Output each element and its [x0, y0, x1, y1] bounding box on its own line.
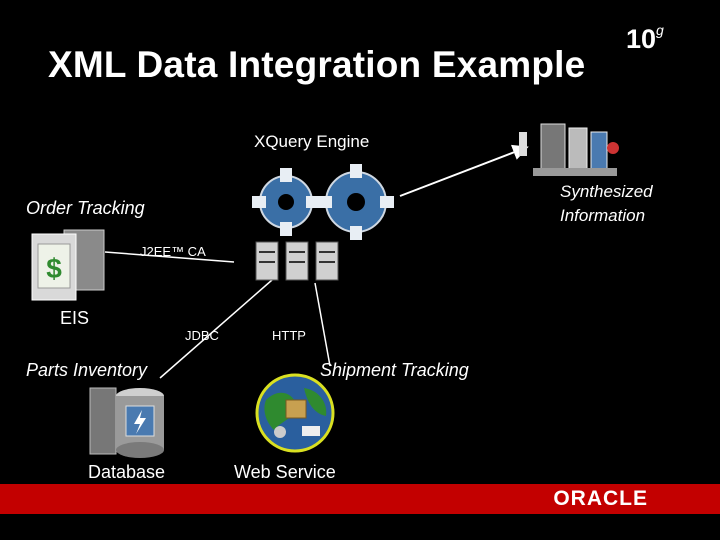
- parts-inventory-label: Parts Inventory: [26, 360, 148, 380]
- oracle-logo: ORACLE: [553, 487, 648, 510]
- shipment-tracking-label: Shipment Tracking: [320, 360, 469, 380]
- database-icon: [89, 387, 164, 458]
- http-label: HTTP: [272, 328, 306, 343]
- svg-text:$: $: [46, 253, 62, 284]
- footer-bar: [0, 484, 720, 514]
- line-eis-engine: [104, 251, 235, 263]
- slide-title: XML Data Integration Example: [48, 44, 586, 85]
- gears-icon: [252, 164, 394, 281]
- xquery-engine-label: XQuery Engine: [254, 132, 370, 151]
- synthesized-information-icon: [519, 123, 619, 176]
- j2ee-ca-label: J2EE™ CA: [140, 244, 206, 259]
- line-webservice-engine: [314, 282, 331, 367]
- web-service-label: Web Service: [234, 462, 336, 482]
- oracle-10g-logo: 10g: [626, 22, 664, 54]
- eis-label: EIS: [60, 308, 90, 328]
- line-database-engine: [159, 279, 273, 379]
- arrow-to-synthesized: [399, 144, 529, 197]
- jdbc-label: JDBC: [185, 328, 219, 343]
- order-tracking-label: Order Tracking: [26, 198, 145, 218]
- synthesized-line-2: Information: [560, 206, 646, 225]
- synthesized-information-label: Synthesized Information: [560, 180, 653, 228]
- database-label: Database: [88, 462, 166, 482]
- eis-server-icon: $: [31, 229, 105, 301]
- web-service-globe-icon: [255, 373, 335, 453]
- synthesized-line-1: Synthesized: [560, 182, 653, 201]
